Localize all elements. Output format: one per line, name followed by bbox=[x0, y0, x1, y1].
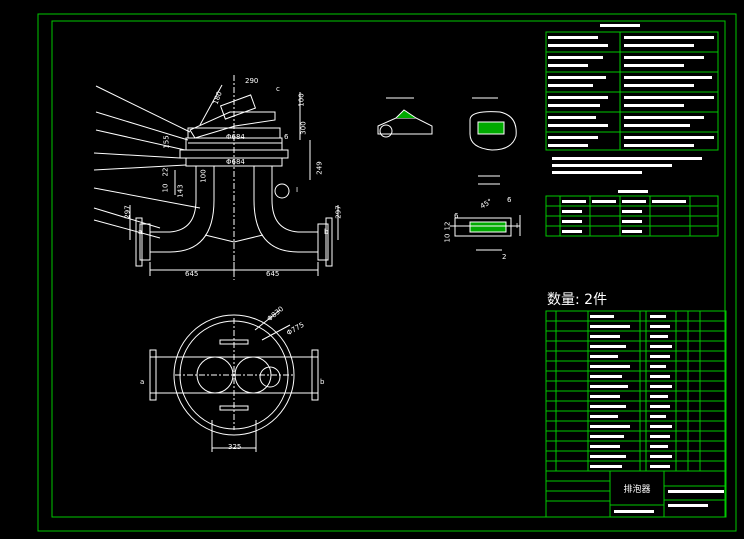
title-block bbox=[545, 470, 727, 518]
dim-645-left: 645 bbox=[185, 270, 199, 278]
nozzle-table-text bbox=[562, 190, 686, 233]
label-nozzle-c: c bbox=[276, 85, 280, 93]
detail-views bbox=[377, 97, 521, 251]
nozzle-table bbox=[545, 195, 719, 237]
top-view bbox=[149, 309, 319, 452]
detail-I-label: I bbox=[516, 222, 519, 230]
parts-list-text bbox=[590, 315, 672, 468]
title-block-text bbox=[614, 490, 724, 513]
dim-143: 143 bbox=[176, 184, 185, 198]
detail-2: 2 bbox=[502, 253, 507, 261]
dim-290: 290 bbox=[245, 77, 259, 85]
detail-6b: 6 bbox=[454, 212, 459, 220]
dim-297-right: 297 bbox=[334, 205, 343, 219]
parts-list bbox=[545, 310, 727, 472]
dim-645-right: 645 bbox=[266, 270, 280, 278]
tech-table bbox=[545, 31, 719, 151]
detail-12: 12 bbox=[443, 221, 452, 231]
dim-10: 10 bbox=[161, 183, 170, 193]
dim-6: 6 bbox=[284, 133, 289, 141]
dim-155: 155 bbox=[162, 135, 171, 149]
dim-100-bottom: 100 bbox=[199, 169, 208, 183]
detail-6: 6 bbox=[507, 196, 512, 204]
quantity-label: 数量: 2件 bbox=[547, 292, 608, 308]
label-nozzle-a: a bbox=[138, 228, 143, 236]
top-label-b: b bbox=[320, 378, 325, 386]
title-block-name: 排泡器 bbox=[623, 485, 651, 495]
dim-300: 300 bbox=[299, 121, 308, 135]
dim-325: 325 bbox=[228, 443, 242, 451]
tech-table-text bbox=[548, 24, 714, 174]
label-nozzle-b: b bbox=[324, 228, 329, 236]
dim-297-left: 297 bbox=[123, 205, 132, 219]
detail-10: 10 bbox=[443, 233, 452, 243]
top-label-a: a bbox=[140, 378, 145, 386]
dim-100-top: 100 bbox=[297, 93, 306, 107]
dim-dia684-top: Φ684 bbox=[226, 133, 245, 141]
dim-249: 249 bbox=[315, 161, 324, 175]
label-detail-I: I bbox=[296, 186, 299, 194]
dim-dia684-mid: Φ684 bbox=[226, 158, 245, 166]
inner-frame bbox=[51, 20, 726, 518]
front-view bbox=[93, 75, 339, 280]
dim-22: 22 bbox=[161, 167, 170, 177]
outer-frame bbox=[37, 13, 737, 532]
